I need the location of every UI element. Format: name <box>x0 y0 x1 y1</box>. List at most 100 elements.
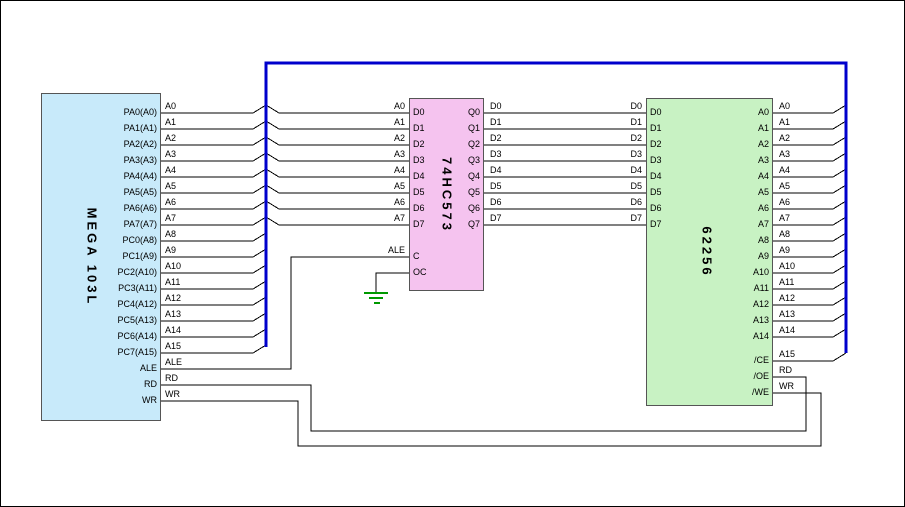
latch-pin-label: C <box>413 251 420 261</box>
mega-pin-label: PA6(A6) <box>123 203 157 213</box>
sram-pin-label: A14 <box>752 331 769 341</box>
mega-net-label: A3 <box>165 149 177 159</box>
mega-pin-label: PA5(A5) <box>123 187 157 197</box>
latch-net-label: D3 <box>490 149 502 159</box>
latch-net-label: D5 <box>490 181 502 191</box>
mega-pin-label: PC1(A9) <box>122 251 157 261</box>
latch-pin-label: Q2 <box>467 139 480 149</box>
mega-net-label: A13 <box>165 309 182 319</box>
sram-net-label: A6 <box>779 197 791 207</box>
latch-pin-label: Q6 <box>467 203 480 213</box>
latch-net-label: D1 <box>490 117 502 127</box>
mega-pin-label: WR <box>142 395 157 405</box>
mega-net-label: A5 <box>165 181 177 191</box>
sram-pin-label: A11 <box>753 283 769 293</box>
latch-pin-label: D5 <box>413 187 425 197</box>
sram-net-label: A9 <box>779 245 791 255</box>
mega-pin-label: PA7(A7) <box>123 219 157 229</box>
latch-pin-label: Q0 <box>467 107 480 117</box>
sram-pin-label: A10 <box>752 267 769 277</box>
sram-pin-label: A6 <box>757 203 769 213</box>
sram-pin-label: A9 <box>757 251 769 261</box>
mega-pin-label: PA2(A2) <box>123 139 157 149</box>
latch-pin-label: D1 <box>413 123 425 133</box>
sram-pin-label: A3 <box>757 155 769 165</box>
sram-pin-label: /CE <box>753 355 769 365</box>
sram-pin-label: A13 <box>752 315 769 325</box>
latch-net-label: A6 <box>393 197 405 207</box>
mega-wires <box>161 104 409 370</box>
latch-net-label: A1 <box>393 117 405 127</box>
latch-net-label: ALE <box>387 245 405 255</box>
latch-pin-label: D4 <box>413 171 425 181</box>
sram-pin-label: A7 <box>757 219 769 229</box>
latch-net-label: A5 <box>393 181 405 191</box>
latch-net-label: A0 <box>393 101 405 111</box>
latch-pin-label: D6 <box>413 203 425 213</box>
sram-pin-label: A8 <box>757 235 769 245</box>
latch-pin-label: D2 <box>413 139 425 149</box>
mega-pin-label: PC6(A14) <box>117 331 157 341</box>
mega-net-label: A0 <box>165 101 177 111</box>
sram-pin-label: D5 <box>650 187 662 197</box>
latch-net-label: A7 <box>393 213 405 223</box>
mega-net-label: WR <box>165 389 180 399</box>
mega-pin-label: RD <box>144 379 157 389</box>
sram-net-label: A13 <box>779 309 796 319</box>
data-wires <box>484 112 646 226</box>
mega-net-label: A6 <box>165 197 177 207</box>
sram-pin-label: D1 <box>650 123 662 133</box>
latch-pin-label: Q4 <box>467 171 480 181</box>
mega-pin-label: PC0(A8) <box>122 235 157 245</box>
sram-pin-label: D4 <box>650 171 662 181</box>
mega-net-label: A15 <box>165 341 182 351</box>
latch-pin-label: D7 <box>413 219 425 229</box>
mega-pin-label: PC3(A11) <box>118 283 157 293</box>
latch-net-label: D6 <box>490 197 502 207</box>
latch-input-wires <box>265 104 409 226</box>
sram-net-label: D3 <box>630 149 642 159</box>
latch-net-label: D7 <box>490 213 502 223</box>
sram-net-label: D6 <box>630 197 642 207</box>
mega-pin-label: PC7(A15) <box>117 347 157 357</box>
mega-net-label: A8 <box>165 229 177 239</box>
sram-pin-label: A1 <box>757 123 769 133</box>
sram-pin-label: D3 <box>650 155 662 165</box>
sram-net-label: A12 <box>779 293 796 303</box>
mega-net-label: A4 <box>165 165 177 175</box>
sram-pin-label: A0 <box>757 107 769 117</box>
latch-net-label: D4 <box>490 165 502 175</box>
sram-net-label: D2 <box>630 133 642 143</box>
latch-net-label: A3 <box>393 149 405 159</box>
mega-pin-label: PA3(A3) <box>123 155 157 165</box>
sram-pin-label: /OE <box>753 371 769 381</box>
sram-net-label: D4 <box>630 165 642 175</box>
sram-net-label: D5 <box>630 181 642 191</box>
ic-62256: 62256 <box>646 98 773 406</box>
sram-pin-label: D0 <box>650 107 662 117</box>
mega-net-label: A10 <box>165 261 182 271</box>
sram-net-label: A10 <box>779 261 796 271</box>
sram-net-label: A4 <box>779 165 791 175</box>
mega-pin-label: PC5(A13) <box>117 315 157 325</box>
mega-pin-label: PA1(A1) <box>123 123 157 133</box>
latch-net-label: D0 <box>490 101 502 111</box>
sram-net-label: A15 <box>779 349 796 359</box>
sram-pin-label: A5 <box>757 187 769 197</box>
sram-net-label: A14 <box>779 325 796 335</box>
mega-pin-label: PC2(A10) <box>117 267 157 277</box>
sram-net-label: A3 <box>779 149 791 159</box>
mega-pin-label: PA0(A0) <box>123 107 157 117</box>
sram-net-label: A1 <box>779 117 791 127</box>
sram-pin-label: A12 <box>752 299 769 309</box>
control-wires <box>161 352 847 447</box>
latch-pin-label: D3 <box>413 155 425 165</box>
latch-pin-label: Q1 <box>467 123 480 133</box>
mega-net-label: ALE <box>165 357 183 367</box>
sram-net-label: A7 <box>779 213 791 223</box>
sram-net-label: RD <box>779 365 792 375</box>
latch-net-label: A4 <box>393 165 405 175</box>
sram-net-label: A2 <box>779 133 791 143</box>
